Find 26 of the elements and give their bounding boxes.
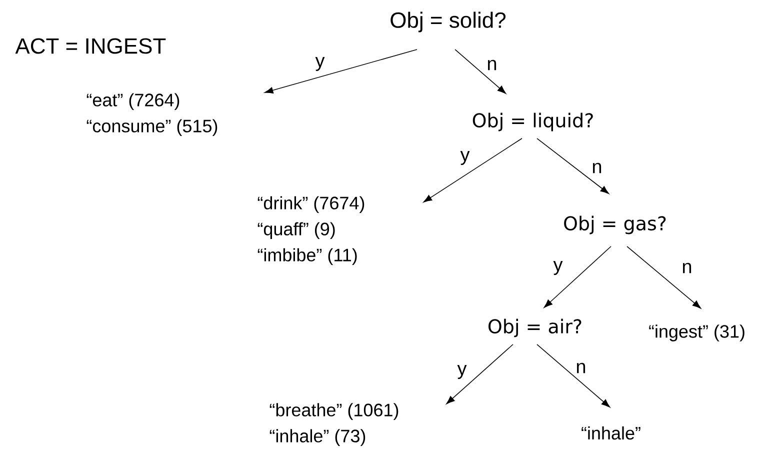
arrow [454, 49, 506, 94]
decision-question: Obj = solid? [390, 12, 506, 32]
heading-text: ACT = INGEST [15, 38, 166, 54]
edge-label: y [314, 56, 326, 72]
arrow [536, 138, 609, 194]
arrow [544, 246, 612, 308]
result-text: “breathe” (1061) “inhale” (73) [270, 403, 398, 446]
edge-label: y [456, 364, 468, 380]
result-text: “ingest” (31) [649, 324, 744, 342]
arrow [423, 138, 522, 202]
result-text: “drink” (7674) “quaff” (9) “imbibe” (11) [258, 196, 364, 265]
arrow [446, 344, 514, 404]
arrow [264, 49, 418, 94]
result-text: “inhale” [582, 426, 640, 440]
edge-label: y [552, 260, 564, 276]
arrow [536, 344, 610, 408]
edge-label: n [680, 262, 694, 274]
edge-label: n [486, 58, 498, 72]
edge-label: n [574, 362, 588, 374]
result-text: “eat” (7264) “consume” (515) [86, 93, 218, 136]
arrow [626, 246, 702, 309]
decision-question: Obj = air? [488, 318, 582, 338]
decision-question: Obj = liquid? [472, 112, 593, 132]
decision-question: Obj = gas? [564, 216, 666, 234]
edge-label: y [459, 150, 471, 166]
edge-label: n [590, 162, 604, 174]
